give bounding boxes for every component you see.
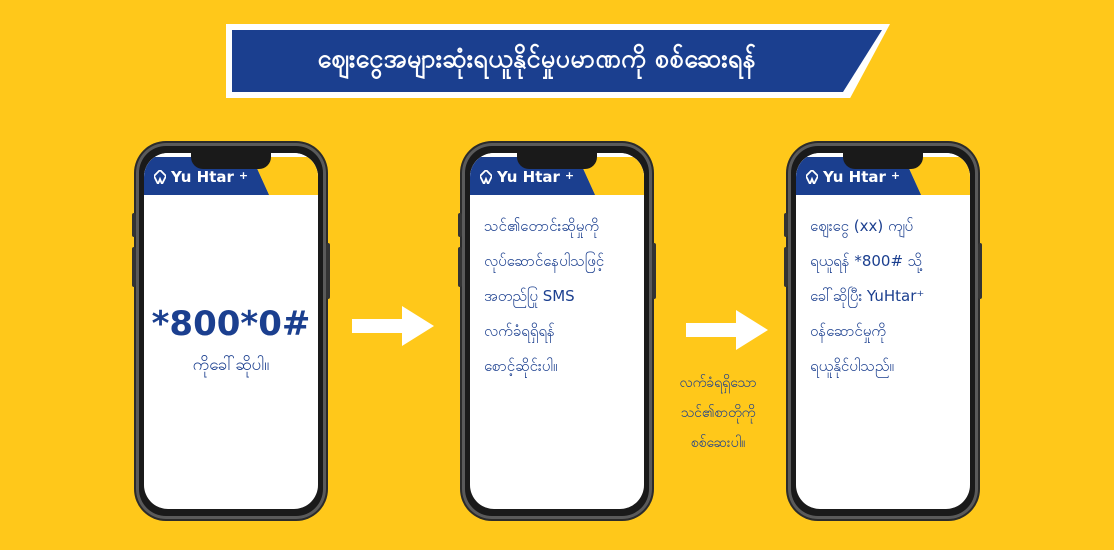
caption-line: သင်၏စာတိုကို bbox=[680, 405, 756, 421]
phone-screen: Yu Htar + ဈေးငွေ (xx) ကျပ် ရယူရန် *800# သ… bbox=[796, 153, 970, 509]
message-line: လုပ်ဆောင်နေပါသဖြင့် bbox=[484, 252, 605, 270]
title-banner: ဈေးငွေအများဆုံးရယူနိုင်မှုပမာဏကို စစ်ဆေး… bbox=[232, 30, 882, 92]
yuhtar-logo-icon bbox=[154, 170, 166, 184]
brand-logo: Yu Htar + bbox=[480, 168, 574, 186]
brand-logo: Yu Htar + bbox=[806, 168, 900, 186]
banner-title: ဈေးငွေအများဆုံးရယူနိုင်မှုပမာဏကို စစ်ဆေး… bbox=[317, 43, 757, 73]
check-sms-caption: လက်ခံရရှိသော သင်၏စာတိုကို စစ်ဆေးပါ။ bbox=[648, 368, 788, 458]
brand-logo: Yu Htar + bbox=[154, 168, 248, 186]
brand-plus: + bbox=[238, 168, 249, 182]
yuhtar-logo-icon bbox=[806, 170, 818, 184]
caption-line: လက်ခံရရှိသော bbox=[679, 375, 757, 391]
brand-name: Yu Htar bbox=[171, 168, 234, 186]
message-line: သင်၏တောင်းဆိုမှုကို bbox=[484, 217, 599, 235]
arrow-right-icon bbox=[352, 306, 434, 346]
ussd-code: *800*0# bbox=[151, 304, 311, 344]
phone-step-1: Yu Htar + *800*0# ကိုခေါ်ဆိုပါ။ bbox=[132, 143, 330, 519]
message-line: ရယူရန် *800# သို့ bbox=[810, 252, 923, 270]
phone-notch bbox=[191, 153, 271, 169]
brand-name: Yu Htar bbox=[497, 168, 560, 186]
brand-plus: + bbox=[564, 168, 575, 182]
dial-instruction: ကိုခေါ်ဆိုပါ။ bbox=[192, 355, 270, 375]
message-line: ခေါ်ဆိုပြီး YuHtar⁺ bbox=[810, 287, 925, 305]
message-line: လက်ခံရရှိရန် bbox=[484, 322, 555, 340]
phone-notch bbox=[843, 153, 923, 169]
phone-step-3: Yu Htar + ဈေးငွေ (xx) ကျပ် ရယူရန် *800# သ… bbox=[784, 143, 982, 519]
sms-message: ဈေးငွေ (xx) ကျပ် ရယူရန် *800# သို့ ခေါ်ဆ… bbox=[796, 209, 970, 509]
brand-name: Yu Htar bbox=[823, 168, 886, 186]
phone-screen: Yu Htar + *800*0# ကိုခေါ်ဆိုပါ။ bbox=[144, 153, 318, 509]
phone-step-2: Yu Htar + သင်၏တောင်းဆိုမှုကို လုပ်ဆောင်နေ… bbox=[458, 143, 656, 519]
message-line: ဝန်ဆောင်မှုကို bbox=[810, 322, 886, 340]
yuhtar-logo-icon bbox=[480, 170, 492, 184]
phone-notch bbox=[517, 153, 597, 169]
message-line: စောင့်ဆိုင်းပါ။ bbox=[484, 357, 558, 375]
message-line: ဈေးငွေ (xx) ကျပ် bbox=[810, 217, 914, 235]
arrow-right-icon bbox=[686, 310, 768, 350]
caption-line: စစ်ဆေးပါ။ bbox=[690, 435, 746, 451]
sms-message: သင်၏တောင်းဆိုမှုကို လုပ်ဆောင်နေပါသဖြင့် … bbox=[470, 209, 644, 509]
phone-screen: Yu Htar + သင်၏တောင်းဆိုမှုကို လုပ်ဆောင်နေ… bbox=[470, 153, 644, 509]
brand-plus: + bbox=[890, 168, 901, 182]
message-line: ရယူနိုင်ပါသည်။ bbox=[810, 357, 894, 375]
message-line: အတည်ပြု SMS bbox=[484, 287, 575, 305]
